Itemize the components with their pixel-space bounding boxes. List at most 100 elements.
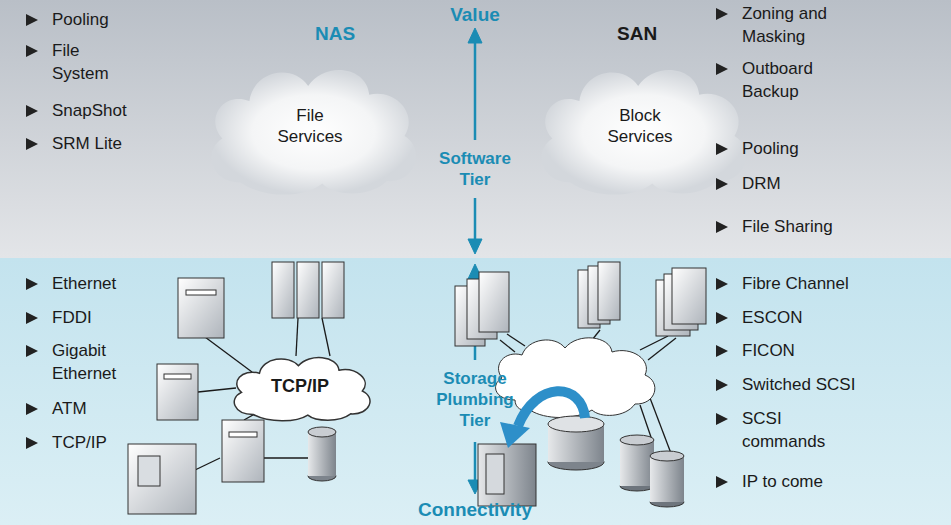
cloud-node: File Services	[193, 51, 428, 201]
bullet-triangle	[25, 44, 39, 58]
list-item: Pooling	[52, 8, 109, 31]
rack-server	[322, 262, 344, 318]
bullet-shape	[26, 14, 38, 26]
cabinet-server	[128, 444, 196, 514]
list-item: Zoning and Masking	[742, 2, 842, 48]
list-item: Outboard Backup	[742, 57, 824, 103]
bullet-triangle	[25, 13, 39, 27]
list-item: Gigabit Ethernet	[52, 339, 128, 385]
list-item: TCP/IP	[52, 431, 107, 454]
bullet-shape	[26, 403, 38, 415]
list-item: Fibre Channel	[742, 272, 849, 295]
bullet-triangle	[715, 344, 729, 358]
cloud-node: TCP/IP	[222, 348, 378, 424]
rack-server	[297, 262, 319, 318]
cabinet-panel	[138, 456, 160, 486]
list-item: ATM	[52, 397, 87, 420]
list-item: SnapShot	[52, 99, 127, 122]
tower-server	[178, 278, 224, 338]
axis-label: Value	[450, 3, 500, 26]
rack-server	[598, 262, 620, 320]
bullet-triangle	[715, 412, 729, 426]
wire	[322, 318, 330, 356]
cloud-shape	[193, 51, 428, 201]
tier-label: Storage Plumbing Tier	[430, 368, 520, 431]
list-item: DRM	[742, 172, 781, 195]
nas-devices	[128, 262, 344, 514]
disk-body	[620, 440, 654, 486]
list-item: Pooling	[742, 137, 799, 160]
disk-top	[620, 435, 654, 445]
san-cloud	[496, 338, 655, 418]
list-item: SRM Lite	[52, 132, 122, 155]
bullet-shape	[716, 178, 728, 190]
bullet-shape	[716, 63, 728, 75]
wire	[648, 338, 676, 360]
list-item: ESCON	[742, 306, 802, 329]
list-item: FDDI	[52, 306, 92, 329]
node-text: File Services	[270, 105, 350, 148]
bullet-shape	[26, 138, 38, 150]
disk-top	[548, 416, 604, 432]
node-text: TCP/IP	[271, 375, 329, 398]
bullet-shape	[716, 8, 728, 20]
bullet-shape	[26, 437, 38, 449]
drive-slot	[164, 374, 191, 379]
wire	[195, 458, 220, 470]
bullet-triangle	[715, 475, 729, 489]
bullet-triangle	[25, 137, 39, 151]
bullet-shape	[716, 379, 728, 391]
disk-body	[650, 456, 684, 502]
list-item: Switched SCSI	[742, 373, 855, 396]
bullet-triangle	[715, 220, 729, 234]
arrow-head	[468, 239, 482, 254]
bullet-triangle	[715, 378, 729, 392]
node-text: Block Services	[600, 105, 680, 148]
tier-label: Software Tier	[430, 148, 520, 190]
bullet-triangle	[715, 277, 729, 291]
drive-slot	[186, 290, 216, 295]
bullet-shape	[716, 143, 728, 155]
bullet-triangle	[25, 311, 39, 325]
arrow-shaft	[474, 42, 477, 140]
bullet-triangle	[715, 62, 729, 76]
cloud-shape	[523, 51, 758, 201]
rack-server	[479, 272, 509, 332]
list-item: Ethernet	[52, 272, 116, 295]
list-item: SCSI commands	[742, 407, 832, 453]
tower-server	[672, 268, 706, 324]
bullet-shape	[716, 278, 728, 290]
wire	[296, 318, 298, 356]
list-item: FICON	[742, 339, 795, 362]
mainframe	[478, 444, 536, 506]
arrow-shaft	[474, 198, 477, 240]
wire	[198, 388, 236, 392]
arrow-head	[500, 422, 530, 448]
bullet-shape	[716, 221, 728, 233]
axis-label: Connectivity	[418, 498, 532, 521]
arrow-shaft	[474, 442, 477, 481]
wire	[264, 457, 308, 458]
disk-top	[650, 451, 684, 461]
cloud-outline	[211, 70, 416, 195]
list-item: IP to come	[742, 470, 823, 493]
bullet-triangle	[25, 402, 39, 416]
bullet-triangle	[25, 277, 39, 291]
bullet-shape	[26, 345, 38, 357]
list-item: File System	[52, 39, 114, 85]
bullet-triangle	[715, 177, 729, 191]
tower-server	[157, 364, 198, 420]
drive-slot	[229, 432, 257, 437]
list-item: File Sharing	[742, 215, 833, 238]
bullet-shape	[26, 45, 38, 57]
arrow-shaft	[518, 391, 585, 426]
bullet-shape	[26, 105, 38, 117]
heading: NAS	[315, 22, 355, 45]
tower-server	[222, 420, 264, 482]
cloud-outline	[234, 358, 370, 421]
bullet-triangle	[715, 142, 729, 156]
bullet-shape	[716, 312, 728, 324]
wire	[500, 340, 515, 352]
cloud-outline	[541, 70, 746, 195]
